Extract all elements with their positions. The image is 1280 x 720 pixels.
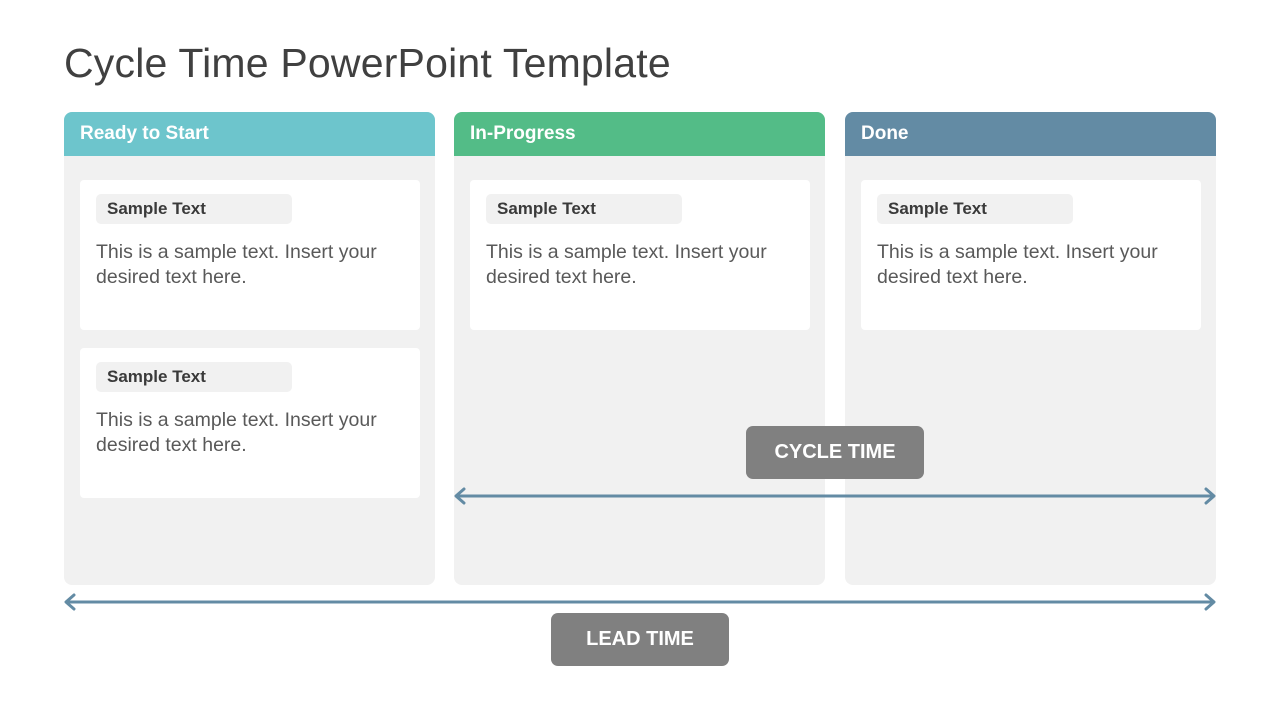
- task-card: Sample Text This is a sample text. Inser…: [80, 348, 420, 498]
- column-done: Done Sample Text This is a sample text. …: [845, 112, 1216, 585]
- cycle-time-double-arrow-icon: [454, 487, 1216, 505]
- card-body: This is a sample text. Insert your desir…: [877, 241, 1158, 288]
- card-body: This is a sample text. Insert your desir…: [96, 409, 377, 456]
- slide-title: Cycle Time PowerPoint Template: [64, 40, 671, 86]
- lead-time-label: LEAD TIME: [551, 613, 729, 666]
- task-card: Sample Text This is a sample text. Inser…: [470, 180, 810, 330]
- column-ready-to-start: Ready to Start Sample Text This is a sam…: [64, 112, 435, 585]
- task-card: Sample Text This is a sample text. Inser…: [861, 180, 1201, 330]
- column-header-in-progress: In-Progress: [454, 112, 825, 156]
- column-header-ready-to-start: Ready to Start: [64, 112, 435, 156]
- card-tag: Sample Text: [96, 362, 292, 392]
- card-tag: Sample Text: [96, 194, 292, 224]
- card-body: This is a sample text. Insert your desir…: [486, 241, 767, 288]
- task-card: Sample Text This is a sample text. Inser…: [80, 180, 420, 330]
- card-tag: Sample Text: [877, 194, 1073, 224]
- card-body: This is a sample text. Insert your desir…: [96, 241, 377, 288]
- column-in-progress: In-Progress Sample Text This is a sample…: [454, 112, 825, 585]
- column-header-done: Done: [845, 112, 1216, 156]
- cycle-time-label: CYCLE TIME: [746, 426, 924, 479]
- card-tag: Sample Text: [486, 194, 682, 224]
- lead-time-double-arrow-icon: [64, 593, 1216, 611]
